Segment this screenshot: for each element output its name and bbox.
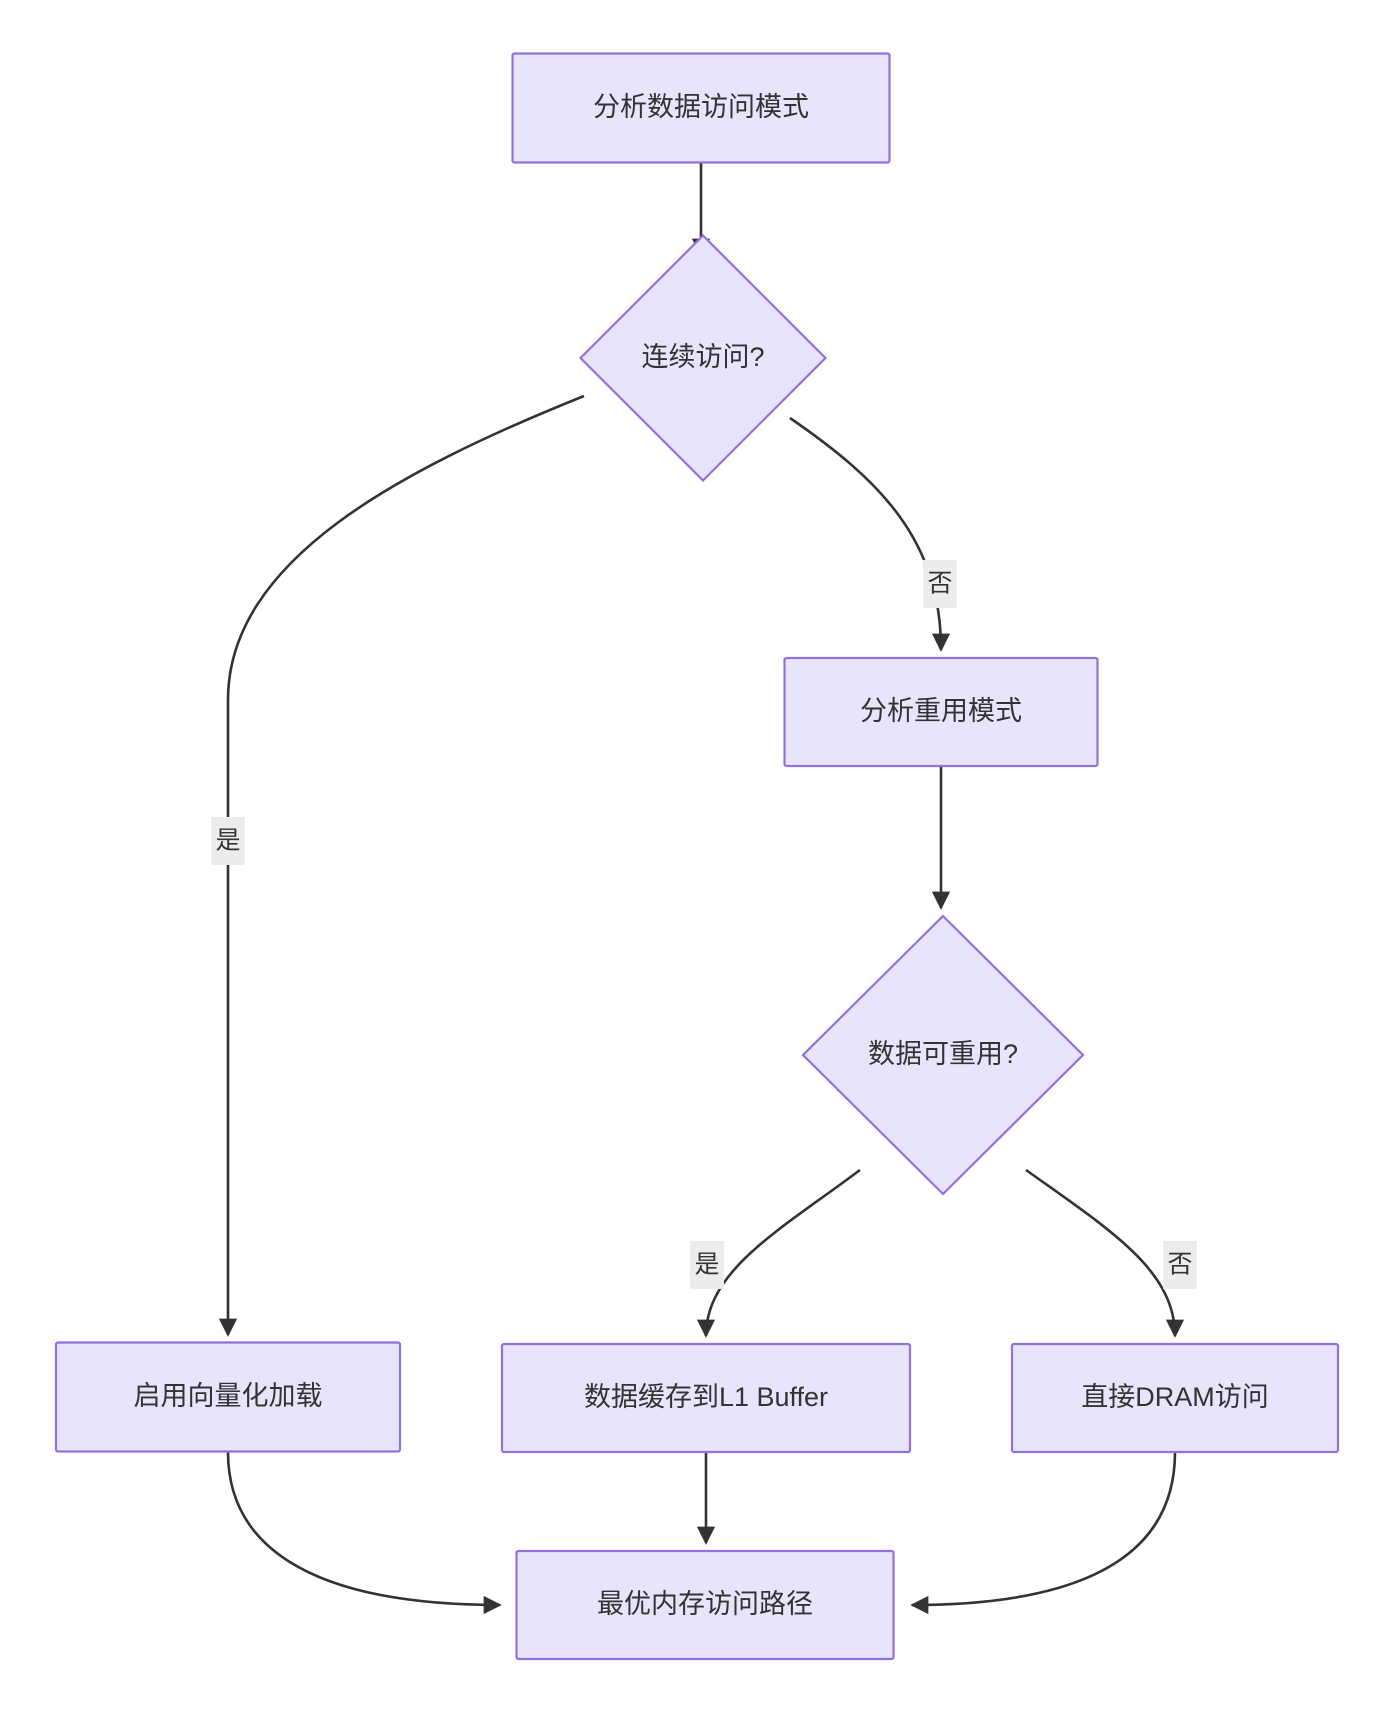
node-label: 数据缓存到L1 Buffer bbox=[584, 1382, 828, 1412]
node-label: 分析重用模式 bbox=[860, 696, 1022, 726]
edge-label-n4-to-n7: 否 bbox=[1163, 1241, 1197, 1289]
flow-node-n1[interactable]: 分析数据访问模式 bbox=[511, 52, 891, 164]
edge-labels-layer: 是否是否 bbox=[211, 560, 1197, 1289]
flow-node-n2[interactable]: 连续访问? bbox=[578, 233, 828, 483]
edge-label-n2-to-n5: 是 bbox=[211, 817, 245, 865]
edge-label-text: 是 bbox=[215, 827, 240, 855]
edge-label-text: 否 bbox=[1167, 1251, 1192, 1279]
node-rect-shape bbox=[54, 1341, 402, 1453]
edge-label-background bbox=[690, 1241, 724, 1289]
flow-node-n6[interactable]: 数据缓存到L1 Buffer bbox=[500, 1342, 912, 1454]
edge-label-text: 否 bbox=[927, 570, 952, 598]
flow-node-n5[interactable]: 启用向量化加载 bbox=[54, 1341, 402, 1453]
flow-edge-n2-to-n3 bbox=[789, 416, 951, 652]
edge-label-n2-to-n3: 否 bbox=[923, 560, 957, 608]
edge-label-n4-to-n6: 是 bbox=[690, 1241, 724, 1289]
edge-label-background bbox=[1163, 1241, 1197, 1289]
edge-label-background bbox=[923, 560, 957, 608]
node-rect-shape bbox=[511, 52, 891, 164]
flow-node-n7[interactable]: 直接DRAM访问 bbox=[1010, 1342, 1340, 1454]
edges-layer bbox=[218, 163, 1185, 1615]
node-rect-shape bbox=[783, 656, 1099, 768]
node-rect-shape bbox=[500, 1342, 912, 1454]
flow-edge-n4-to-n6 bbox=[696, 1168, 861, 1338]
node-label: 最优内存访问路径 bbox=[597, 1589, 813, 1619]
node-label: 分析数据访问模式 bbox=[593, 92, 809, 122]
flow-node-n4[interactable]: 数据可重用? bbox=[801, 914, 1085, 1196]
node-rect-shape bbox=[515, 1549, 895, 1661]
node-label: 数据可重用? bbox=[868, 1039, 1018, 1069]
flow-node-n3[interactable]: 分析重用模式 bbox=[783, 656, 1099, 768]
node-label: 直接DRAM访问 bbox=[1081, 1382, 1269, 1412]
flow-edge-n2-to-n5 bbox=[218, 394, 585, 1337]
flow-edge-n5-to-n8 bbox=[226, 1451, 502, 1615]
node-rect-shape bbox=[1010, 1342, 1340, 1454]
node-label: 连续访问? bbox=[641, 342, 764, 372]
node-label: 启用向量化加载 bbox=[134, 1381, 323, 1411]
edge-label-text: 是 bbox=[694, 1251, 719, 1279]
edge-label-background bbox=[211, 817, 245, 865]
flow-edge-n4-to-n7 bbox=[1025, 1168, 1185, 1338]
flow-node-n8[interactable]: 最优内存访问路径 bbox=[515, 1549, 895, 1661]
node-diamond-shape bbox=[578, 233, 828, 483]
flow-edge-n7-to-n8 bbox=[910, 1451, 1177, 1615]
node-diamond-shape bbox=[801, 914, 1085, 1196]
